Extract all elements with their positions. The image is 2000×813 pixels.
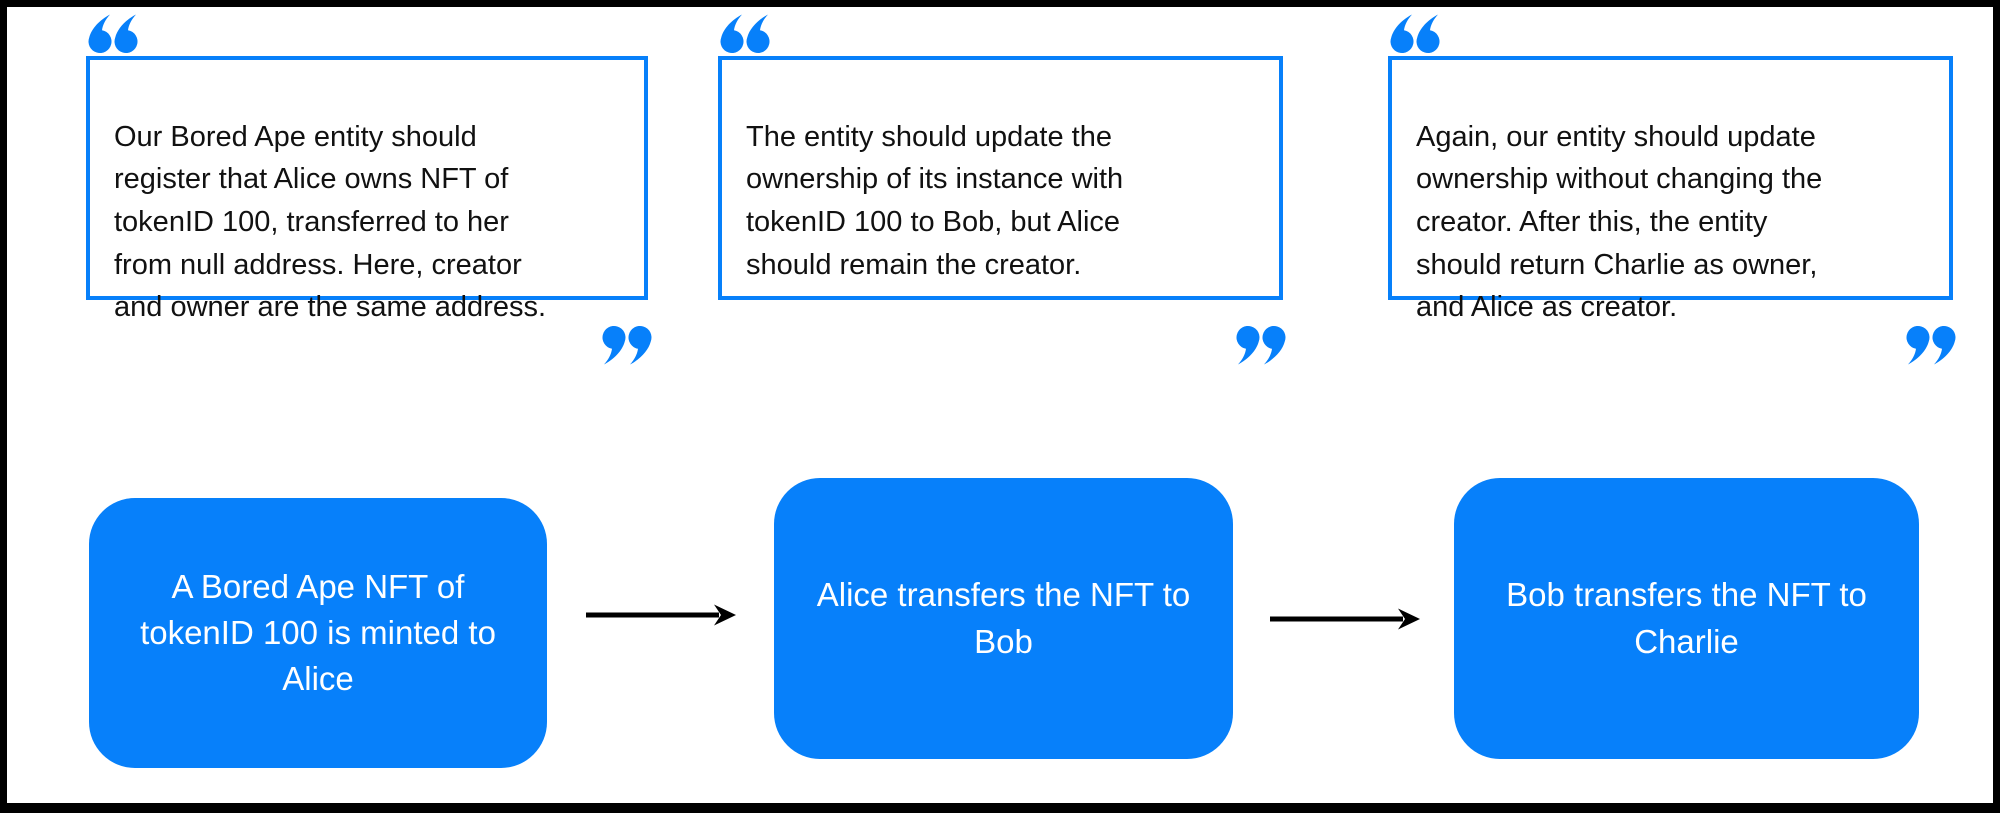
- closing-quote-icon: [1903, 325, 1957, 365]
- step-box-transfer-charlie: Bob transfers the NFT to Charlie: [1454, 478, 1919, 759]
- step-label: Alice transfers the NFT to Bob: [816, 576, 1191, 660]
- opening-quote-icon: [87, 14, 141, 54]
- step-box-mint: A Bored Ape NFT of tokenID 100 is minted…: [89, 498, 547, 768]
- quote-card-transfer-charlie: Again, our entity should update ownershi…: [1388, 56, 1953, 323]
- step-box-transfer-bob: Alice transfers the NFT to Bob: [774, 478, 1233, 759]
- quote-card-mint: Our Bored Ape entity should register tha…: [86, 56, 648, 323]
- step-label: Bob transfers the NFT to Charlie: [1506, 576, 1867, 660]
- opening-quote-icon: [719, 14, 773, 54]
- quote-card-transfer-bob: The entity should update the ownership o…: [718, 56, 1283, 300]
- opening-quote-icon: [1389, 14, 1443, 54]
- quote-text: Again, our entity should update ownershi…: [1416, 120, 1823, 324]
- right-arrow-icon: [585, 602, 737, 628]
- step-label: A Bored Ape NFT of tokenID 100 is minted…: [140, 567, 496, 698]
- closing-quote-icon: [599, 325, 653, 365]
- right-arrow-icon: [1269, 606, 1421, 632]
- quote-text: The entity should update the ownership o…: [746, 120, 1124, 281]
- closing-quote-icon: [1233, 325, 1287, 365]
- quote-text: Our Bored Ape entity should register tha…: [114, 120, 547, 324]
